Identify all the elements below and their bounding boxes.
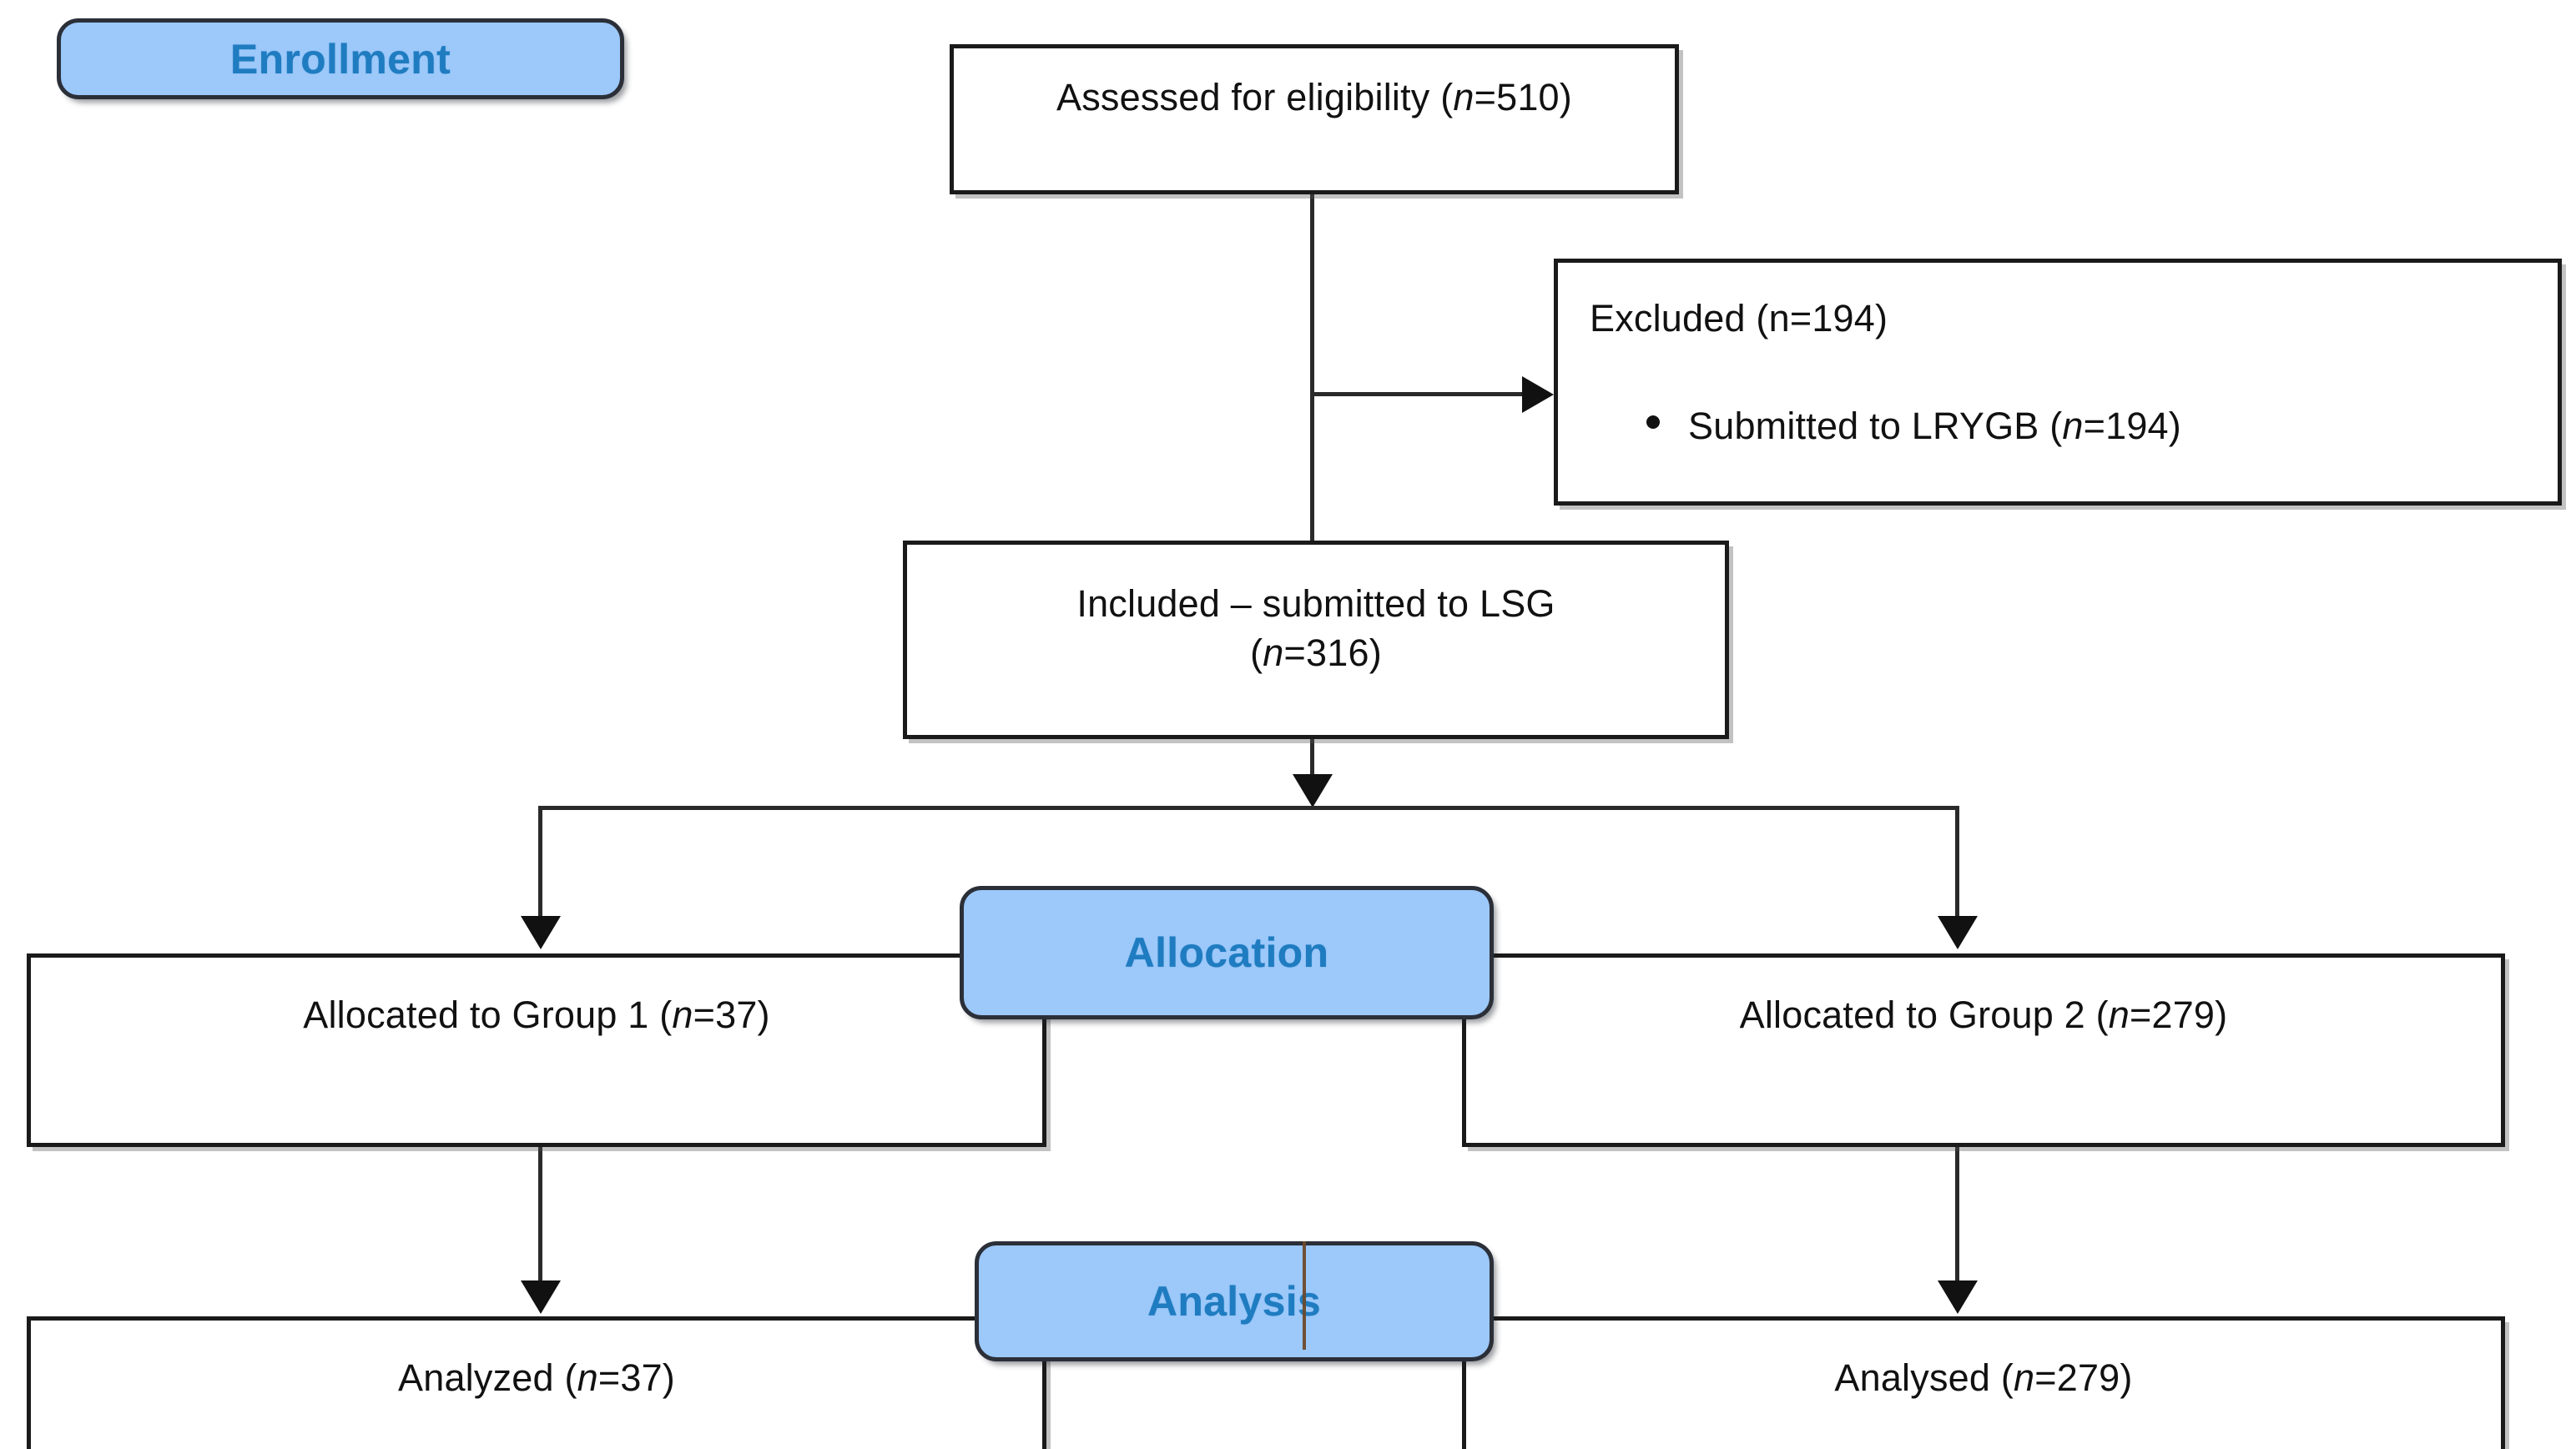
arrowhead-split-to-group1	[521, 916, 561, 949]
connector-split-to-group2	[1955, 806, 1959, 918]
node-allocated-group-1: Allocated to Group 1 (n=37)	[27, 953, 1046, 1147]
arrowhead-group1-to-analyzed	[521, 1280, 561, 1314]
node-assessed-text: Assessed for eligibility (n=510)	[1056, 76, 1572, 118]
node-analysed-group-2: Analysed (n=279)	[1462, 1316, 2505, 1449]
node-analyzed-group-1: Analyzed (n=37)	[27, 1316, 1046, 1449]
node-excluded-bullet-text: Submitted to LRYGB (n=194)	[1688, 404, 2181, 447]
italic-n-included: n	[1263, 631, 1284, 674]
connector-group2-to-analysed	[1955, 1147, 1959, 1289]
italic-n-analysed2: n	[2014, 1356, 2035, 1399]
stray-vertical-mark	[1303, 1241, 1306, 1350]
stage-badge-allocation-label: Allocation	[1124, 929, 1329, 976]
node-assessed-for-eligibility: Assessed for eligibility (n=510)	[950, 44, 1679, 194]
node-included-submitted-lsg: Included – submitted to LSG(n=316)	[903, 541, 1729, 739]
stage-badge-enrollment-label: Enrollment	[229, 35, 451, 83]
connector-to-excluded-line	[1310, 392, 1524, 396]
connector-included-to-split	[1310, 739, 1314, 782]
node-allocated-group-2: Allocated to Group 2 (n=279)	[1462, 953, 2505, 1147]
arrowhead-group2-to-analysed	[1938, 1280, 1978, 1314]
arrowhead-included-to-split	[1293, 774, 1333, 808]
italic-n-group1: n	[672, 994, 693, 1036]
stage-badge-enrollment[interactable]: Enrollment	[57, 18, 624, 99]
node-excluded-bullet-item: Submitted to LRYGB (n=194)	[1646, 402, 2181, 451]
italic-n-analyzed1: n	[577, 1356, 598, 1399]
node-analyzed-group-1-text: Analyzed (n=37)	[398, 1356, 675, 1399]
node-excluded: Excluded (n=194) Submitted to LRYGB (n=1…	[1554, 259, 2562, 506]
italic-n-excluded-bullet: n	[2062, 404, 2084, 447]
stage-badge-analysis-label: Analysis	[1147, 1278, 1322, 1325]
bullet-dot-icon	[1646, 415, 1660, 429]
node-analysed-group-2-text: Analysed (n=279)	[1834, 1356, 2133, 1399]
connector-split-to-group1	[538, 806, 542, 918]
node-excluded-heading: Excluded (n=194)	[1590, 297, 1888, 340]
connector-assessed-to-included	[1310, 194, 1314, 542]
italic-n-assessed: n	[1453, 76, 1475, 118]
arrowhead-to-excluded	[1522, 376, 1554, 413]
arrowhead-split-to-group2	[1938, 916, 1978, 949]
node-included-text: Included – submitted to LSG(n=316)	[1076, 582, 1555, 674]
stage-badge-analysis[interactable]: Analysis	[975, 1241, 1494, 1361]
italic-n-group2: n	[2108, 994, 2130, 1036]
node-allocated-group-2-text: Allocated to Group 2 (n=279)	[1739, 994, 2228, 1036]
connector-split-bar	[538, 806, 1959, 810]
stage-badge-allocation[interactable]: Allocation	[960, 886, 1494, 1019]
connector-group1-to-analyzed	[538, 1147, 542, 1289]
node-allocated-group-1-text: Allocated to Group 1 (n=37)	[303, 994, 770, 1036]
